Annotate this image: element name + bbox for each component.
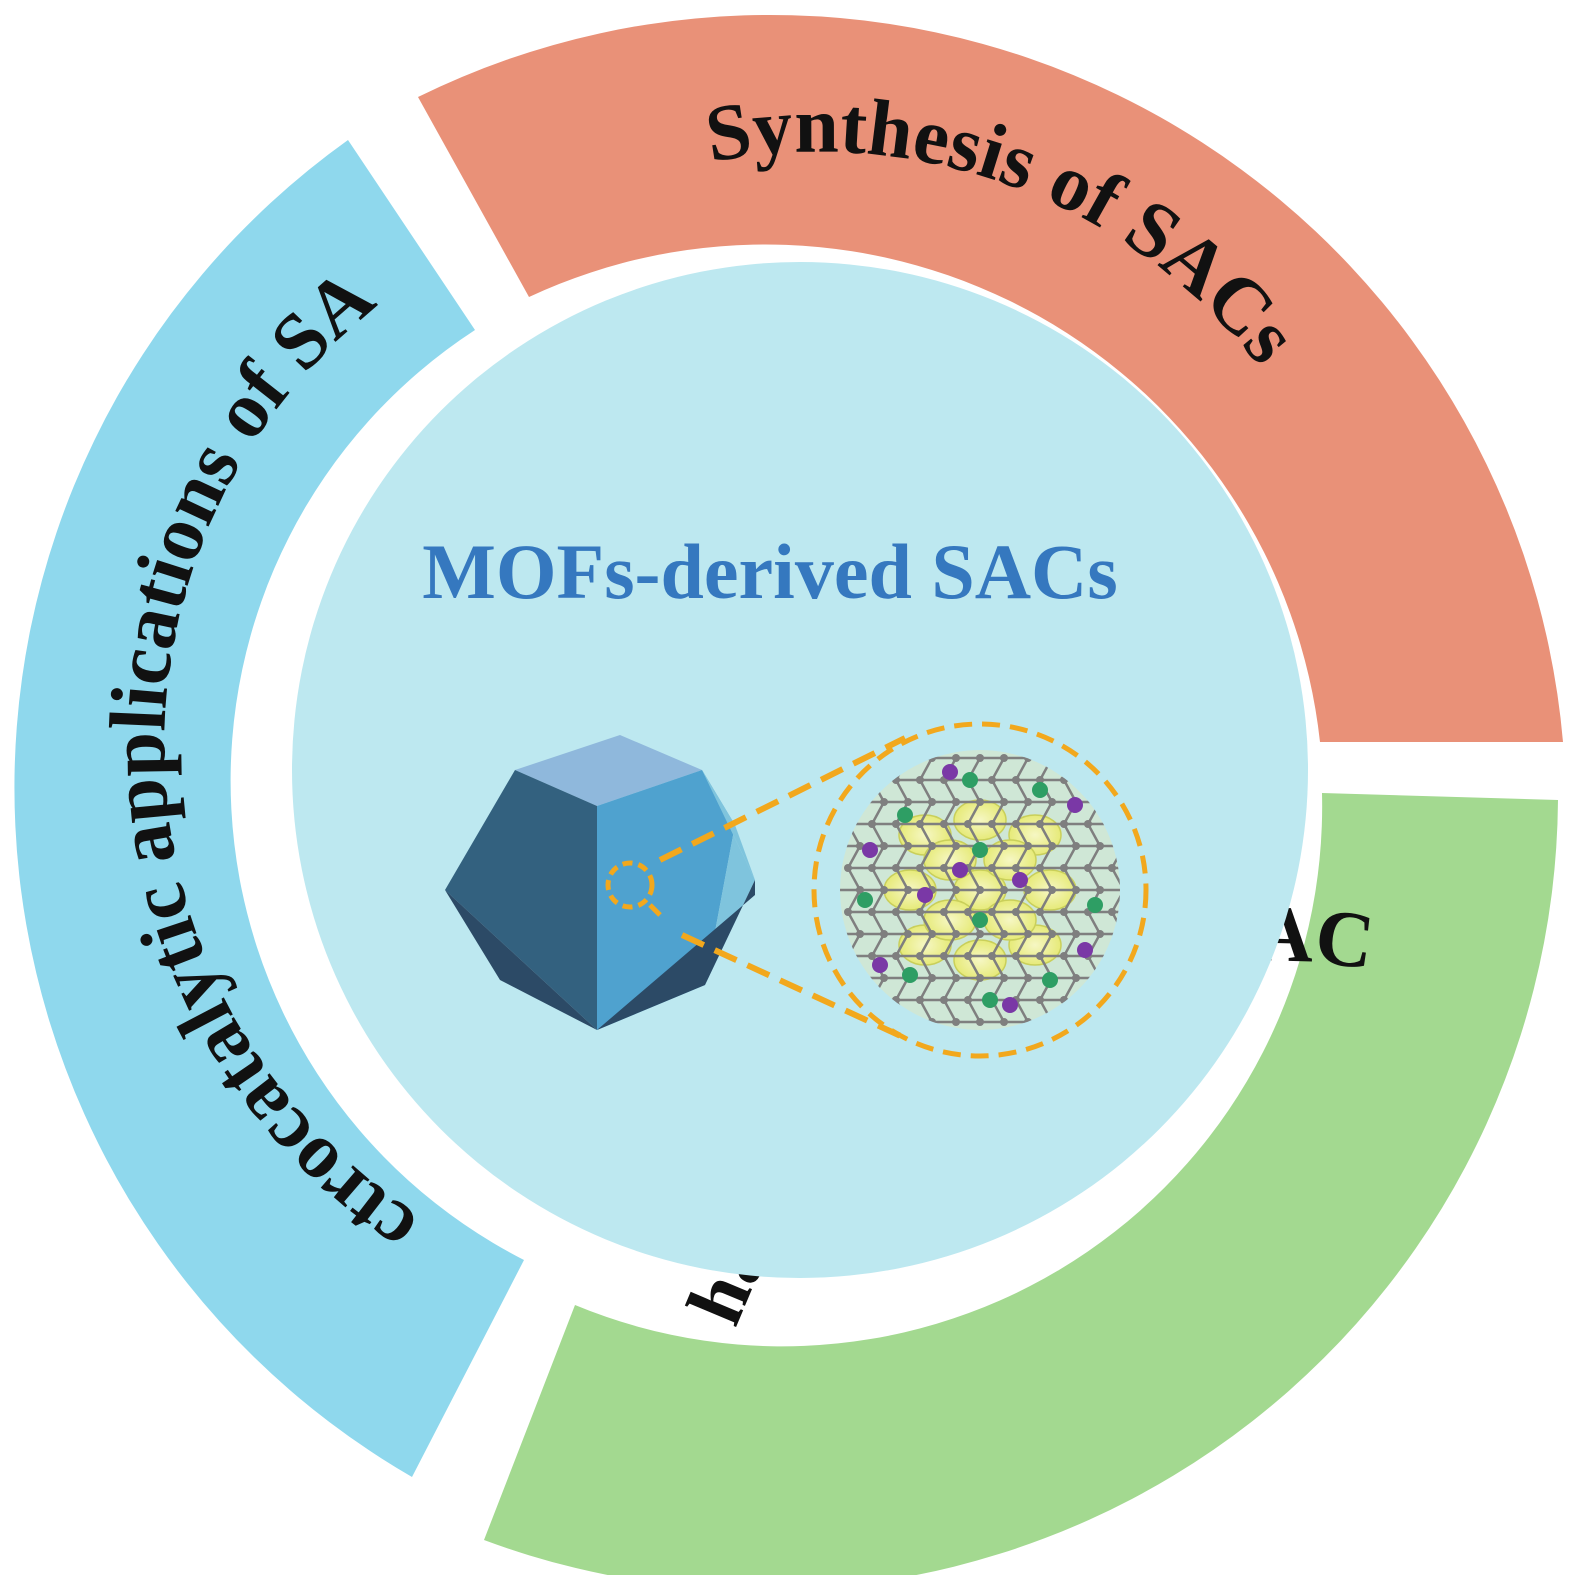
magnifier-connector-lines [658,735,907,1041]
segment-synthesis [418,14,1563,742]
segment-characterization [484,793,1558,1580]
segment-electrocatalytic-applications [14,140,525,1477]
rhombic-dodecahedron-crystal-icon [445,735,755,1030]
center-disc [292,262,1308,1278]
center-title: MOFs-derived SACs [422,528,1117,615]
